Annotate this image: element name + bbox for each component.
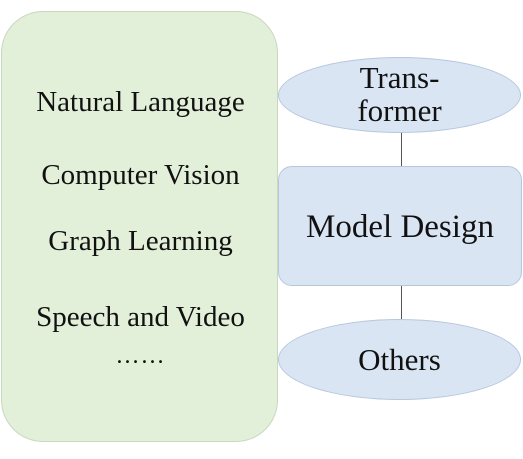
connector-bottom [401, 285, 402, 319]
more-domains-ellipsis: …… [115, 343, 166, 369]
transformer-node: Trans- former [278, 57, 521, 133]
domain-natural-language: Natural Language [36, 86, 245, 118]
application-domains-panel: Natural Language Computer Vision Graph L… [1, 11, 278, 442]
model-design-box: Model Design [278, 166, 522, 286]
model-design-label: Model Design [306, 209, 494, 245]
others-node: Others [278, 319, 521, 400]
others-label: Others [358, 342, 441, 377]
domain-computer-vision: Computer Vision [41, 159, 240, 191]
domain-graph-learning: Graph Learning [48, 225, 233, 257]
domain-speech-and-video: Speech and Video [36, 301, 245, 333]
connector-top [401, 130, 402, 167]
transformer-label-line2: former [357, 93, 442, 128]
transformer-label-line1: Trans- [359, 60, 440, 95]
